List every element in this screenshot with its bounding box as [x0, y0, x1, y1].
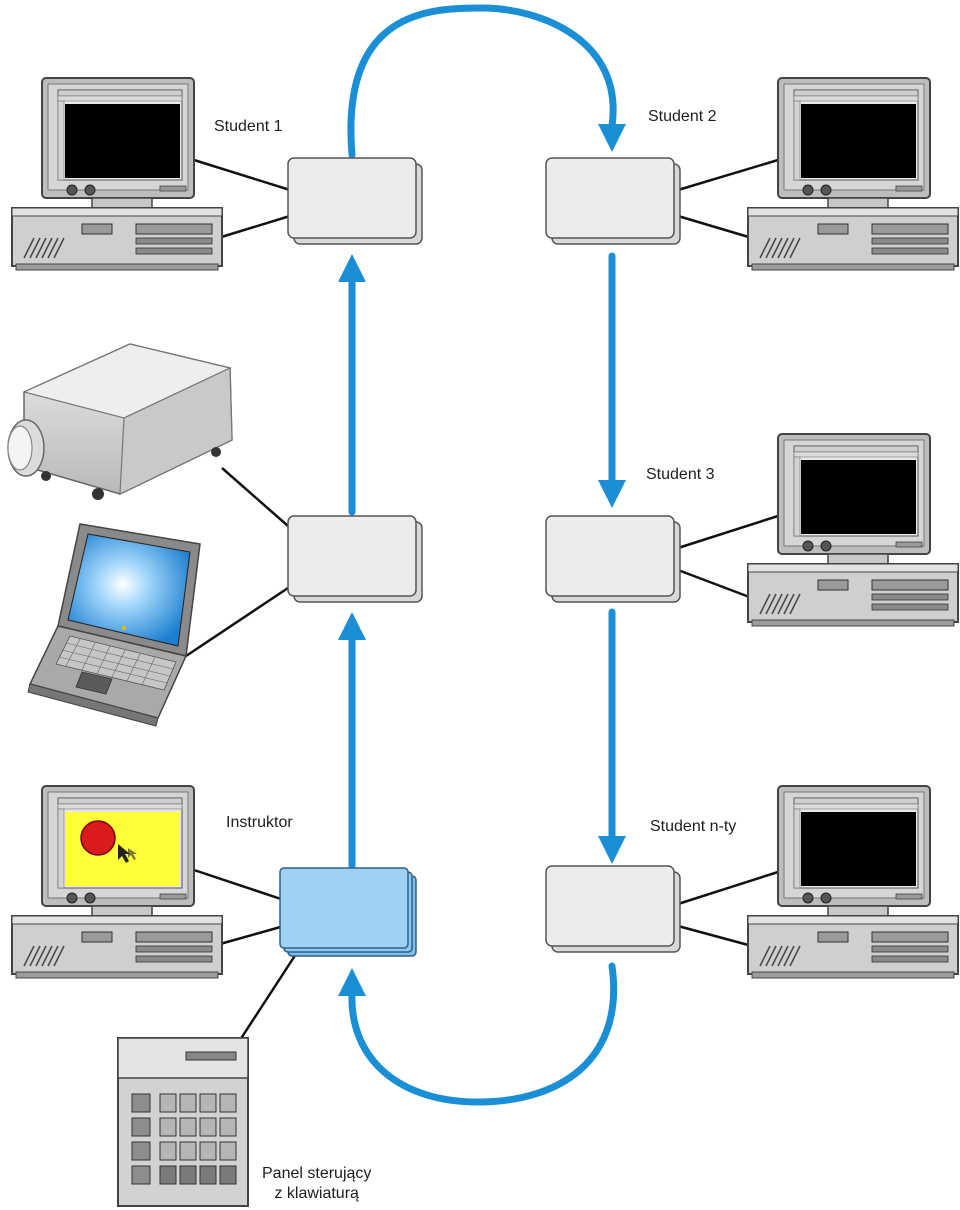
arrow-bottom-arc	[348, 962, 618, 1106]
computer-instructor	[11, 785, 223, 979]
label-student-2: Student 2	[648, 108, 717, 125]
red-ball-icon	[80, 820, 116, 856]
label-control-panel: Panel sterujący z klawiaturą	[262, 1164, 371, 1204]
hub-student-1	[287, 157, 423, 245]
projector-icon	[7, 343, 233, 500]
signal-flow-arrows	[347, 4, 618, 1106]
laptop-icon	[27, 523, 201, 727]
hub-instructor	[279, 867, 417, 957]
label-student-n: Student n-ty	[650, 818, 737, 835]
hub-presentation	[287, 515, 423, 603]
arrow-top-arc	[347, 4, 617, 159]
control-panel-keypad-icon	[117, 1037, 249, 1207]
computer-student-2	[747, 77, 959, 271]
cables	[185, 158, 779, 1041]
label-control-panel-line-1: Panel sterujący	[262, 1165, 372, 1182]
label-control-panel-line-2: z klawiaturą	[274, 1185, 359, 1202]
arrowheads	[338, 124, 626, 996]
computer-student-1	[11, 77, 223, 271]
label-student-3: Student 3	[646, 466, 715, 483]
label-student-1: Student 1	[214, 118, 283, 135]
hub-student-3	[545, 515, 681, 603]
cursor-icon	[118, 844, 137, 863]
hub-student-2	[545, 157, 681, 245]
label-instructor: Instruktor	[226, 814, 293, 831]
computer-student-n	[747, 785, 959, 979]
hub-student-n	[545, 865, 681, 953]
computer-student-3	[747, 433, 959, 627]
